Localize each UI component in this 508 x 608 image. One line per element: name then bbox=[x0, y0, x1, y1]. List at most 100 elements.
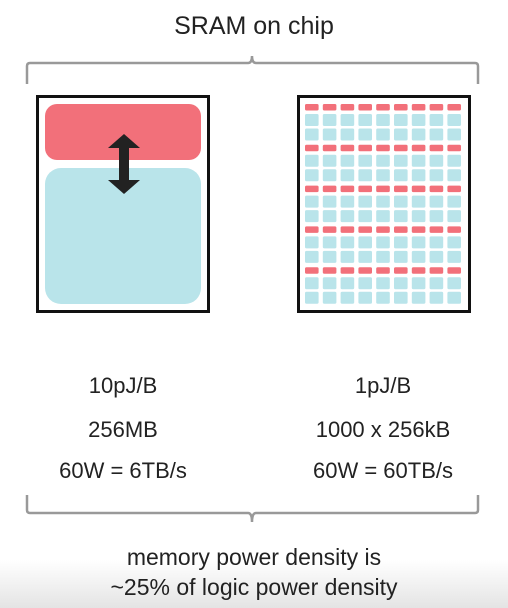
memory-tile bbox=[305, 250, 319, 263]
memory-tile bbox=[411, 277, 426, 290]
memory-tile bbox=[394, 250, 408, 263]
memory-tile bbox=[447, 236, 461, 249]
logic-tile bbox=[322, 226, 337, 233]
memory-tile bbox=[394, 236, 408, 249]
logic-tile bbox=[376, 104, 390, 111]
memory-tile bbox=[376, 291, 390, 304]
logic-tile bbox=[394, 144, 408, 152]
logic-tile bbox=[394, 104, 408, 111]
footer-line-1: memory power density is bbox=[126, 544, 382, 570]
memory-tile bbox=[429, 195, 444, 208]
memory-tile bbox=[358, 210, 372, 223]
memory-tile bbox=[376, 210, 390, 223]
logic-tile bbox=[447, 144, 461, 152]
logic-tile bbox=[305, 104, 319, 111]
memory-tile bbox=[394, 291, 408, 304]
right-capacity: 1000 x 256kB bbox=[315, 417, 451, 442]
logic-tile bbox=[411, 226, 426, 233]
logic-tile bbox=[376, 267, 390, 274]
logic-tile bbox=[340, 185, 355, 193]
memory-tile bbox=[376, 195, 390, 208]
logic-tile bbox=[411, 144, 426, 152]
memory-tile bbox=[429, 154, 444, 167]
memory-tile bbox=[429, 210, 444, 223]
memory-tile bbox=[358, 169, 372, 182]
logic-tile bbox=[447, 104, 461, 111]
memory-tile bbox=[447, 210, 461, 223]
top-brace bbox=[25, 55, 480, 84]
logic-tile bbox=[322, 144, 337, 152]
bottom-brace bbox=[25, 495, 480, 523]
logic-tile bbox=[376, 226, 390, 233]
memory-tile bbox=[394, 154, 408, 167]
distributed-sram-diagram bbox=[305, 104, 461, 304]
memory-tile bbox=[340, 210, 355, 223]
memory-tile bbox=[322, 236, 337, 249]
logic-tile bbox=[429, 104, 444, 111]
large-sram-chip bbox=[36, 95, 210, 313]
logic-tile bbox=[358, 104, 372, 111]
logic-tile bbox=[394, 185, 408, 193]
logic-tile bbox=[358, 226, 372, 233]
distributed-sram-chip bbox=[297, 95, 471, 313]
memory-tile bbox=[376, 169, 390, 182]
memory-tile bbox=[429, 114, 444, 126]
logic-tile bbox=[429, 144, 444, 152]
memory-tile bbox=[429, 250, 444, 263]
memory-tile bbox=[305, 236, 319, 249]
left-energy: 10pJ/B bbox=[88, 373, 158, 398]
memory-tile bbox=[411, 114, 426, 126]
memory-tile bbox=[305, 128, 319, 141]
large-sram-diagram bbox=[45, 104, 201, 304]
logic-tile bbox=[394, 267, 408, 274]
logic-tile bbox=[305, 144, 319, 152]
memory-tile bbox=[322, 250, 337, 263]
footer-line-2: ~25% of logic power density bbox=[110, 574, 398, 600]
memory-tile bbox=[340, 169, 355, 182]
logic-tile bbox=[358, 144, 372, 152]
memory-tile bbox=[394, 210, 408, 223]
memory-tile bbox=[305, 114, 319, 126]
memory-tile bbox=[305, 154, 319, 167]
logic-tile bbox=[305, 226, 319, 233]
memory-tile bbox=[411, 169, 426, 182]
memory-tile bbox=[429, 236, 444, 249]
logic-tile bbox=[447, 226, 461, 233]
memory-tile bbox=[340, 128, 355, 141]
memory-tile bbox=[358, 291, 372, 304]
memory-tile bbox=[322, 210, 337, 223]
logic-tile bbox=[322, 104, 337, 111]
memory-tile bbox=[411, 128, 426, 141]
memory-tile bbox=[429, 291, 444, 304]
logic-tile bbox=[447, 267, 461, 274]
memory-tile bbox=[447, 195, 461, 208]
memory-tile bbox=[340, 277, 355, 290]
left-capacity: 256MB bbox=[88, 417, 158, 442]
logic-tile bbox=[394, 226, 408, 233]
memory-tile bbox=[322, 277, 337, 290]
memory-tile bbox=[358, 154, 372, 167]
memory-tile bbox=[447, 114, 461, 126]
memory-tile bbox=[376, 114, 390, 126]
memory-tile bbox=[358, 128, 372, 141]
memory-tile bbox=[429, 277, 444, 290]
double-arrow-icon bbox=[108, 134, 140, 194]
logic-tile bbox=[411, 267, 426, 274]
memory-tile bbox=[411, 154, 426, 167]
memory-tile bbox=[340, 291, 355, 304]
logic-tile bbox=[429, 185, 444, 193]
memory-tile bbox=[394, 128, 408, 141]
left-bandwidth: 60W = 6TB/s bbox=[59, 458, 187, 483]
logic-tile bbox=[447, 185, 461, 193]
memory-tile bbox=[447, 277, 461, 290]
logic-tile bbox=[376, 144, 390, 152]
memory-tile bbox=[394, 195, 408, 208]
memory-tile bbox=[305, 169, 319, 182]
memory-tile bbox=[340, 236, 355, 249]
memory-tile bbox=[376, 128, 390, 141]
logic-tile bbox=[340, 267, 355, 274]
memory-tile bbox=[358, 114, 372, 126]
memory-tile bbox=[429, 128, 444, 141]
logic-tile bbox=[411, 104, 426, 111]
